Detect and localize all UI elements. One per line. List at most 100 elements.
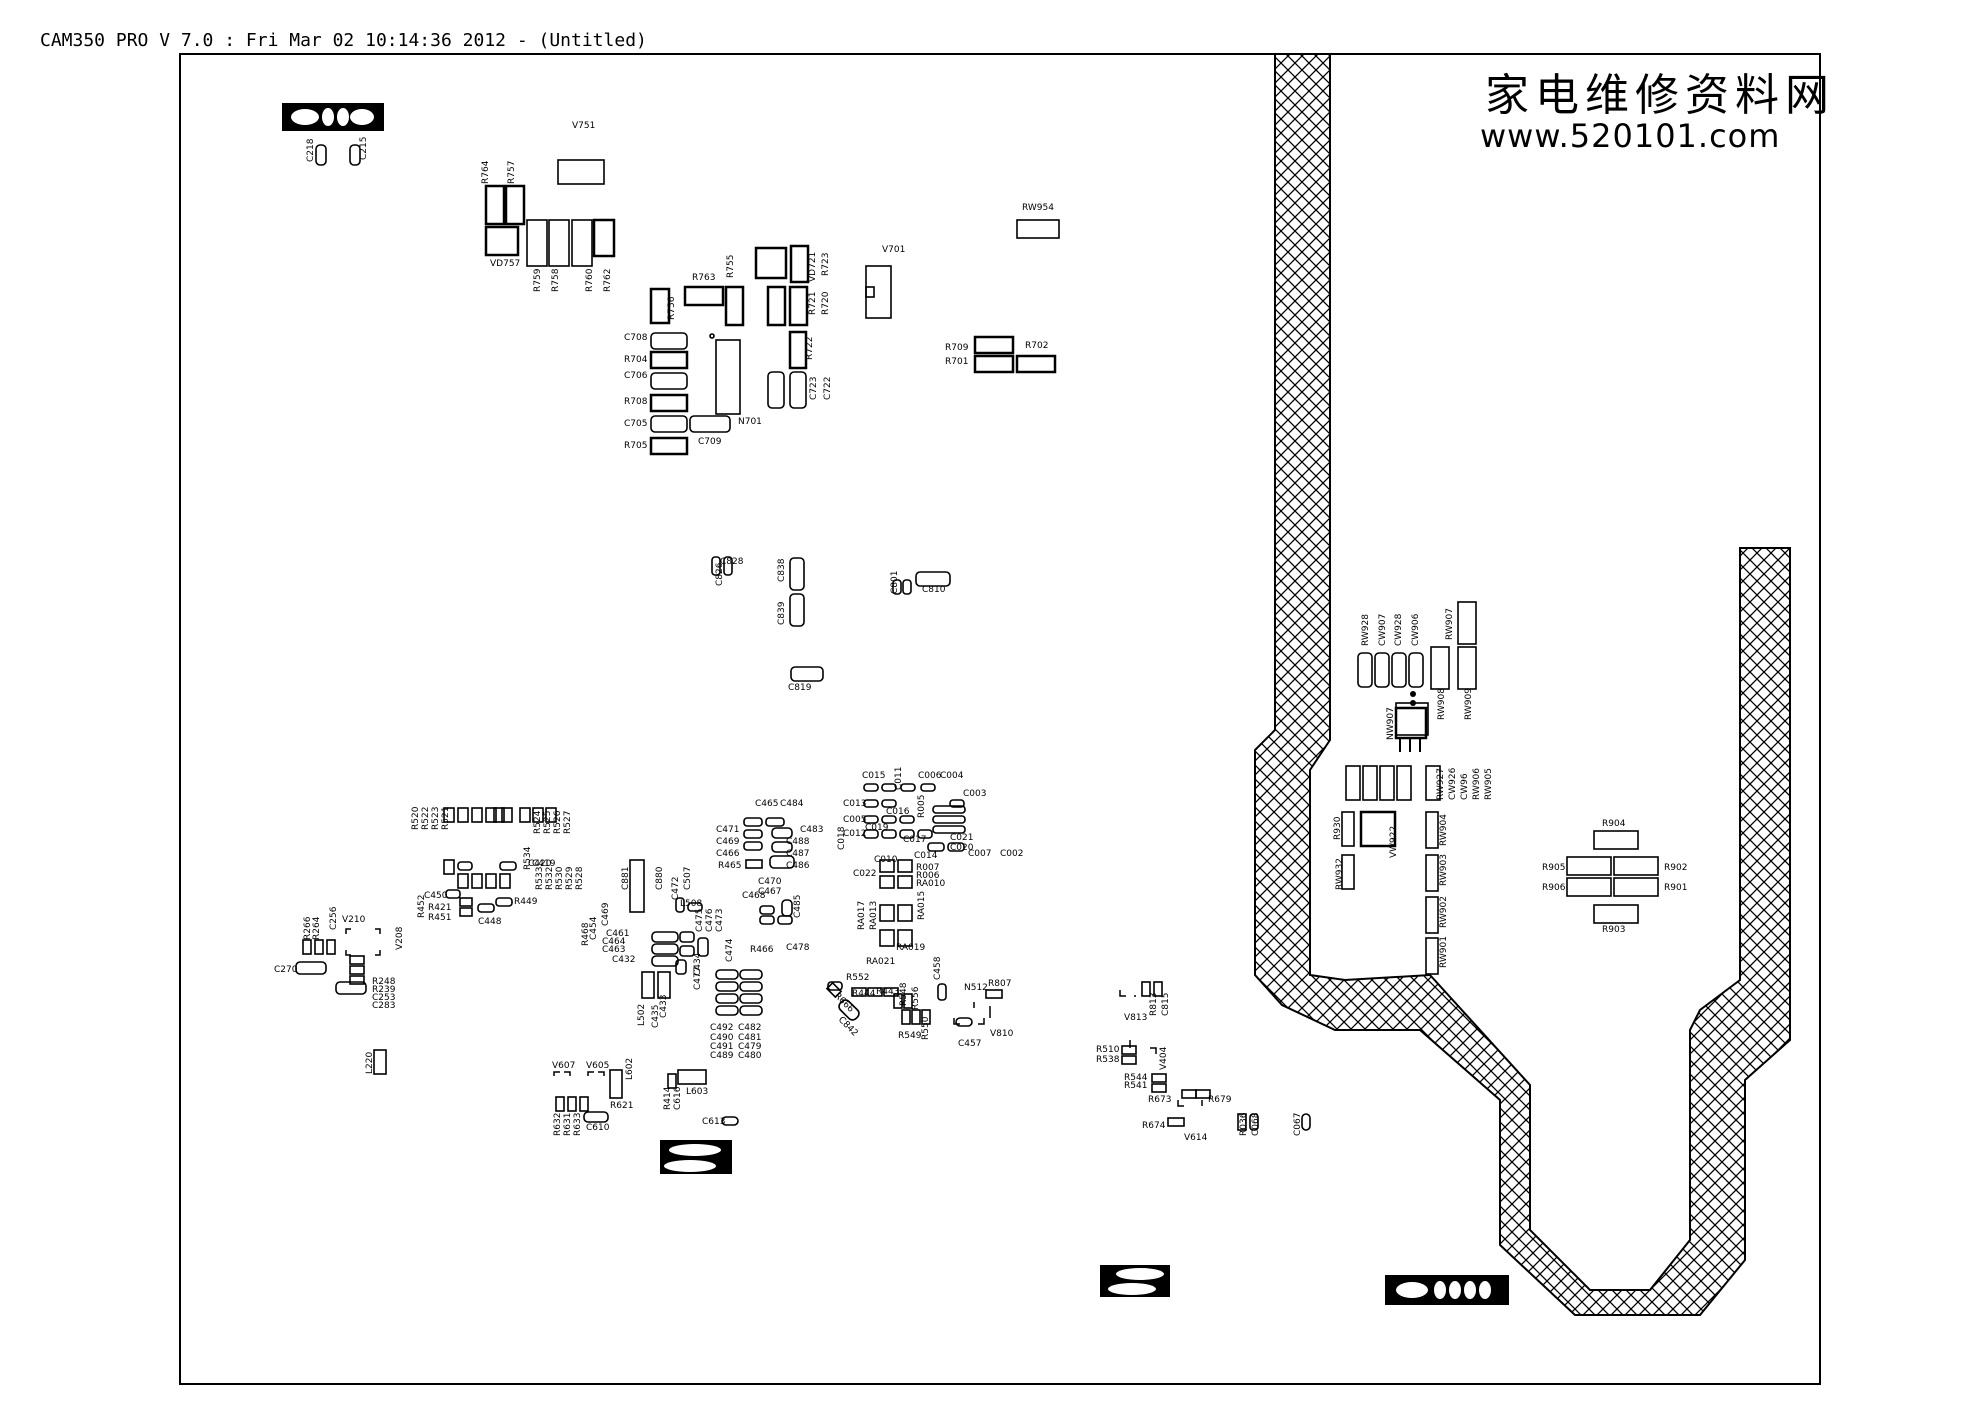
- component-footprints: [295, 144, 1659, 1131]
- designator-label: C491: [710, 1042, 733, 1052]
- designator-label: C481: [738, 1033, 761, 1043]
- designator-label: C283: [372, 1001, 395, 1011]
- designator-label: R763: [692, 273, 715, 283]
- designator-label: R759: [533, 268, 543, 292]
- designator-label: R534: [523, 846, 533, 870]
- designator-label: C450: [424, 891, 448, 901]
- designator-label: C881: [621, 867, 631, 890]
- designator-label: C815: [1161, 993, 1171, 1016]
- designator-label: R443: [876, 987, 899, 997]
- designator-label: C013: [843, 799, 866, 809]
- designator-label: V208: [395, 926, 405, 950]
- designator-label: V701: [882, 245, 905, 255]
- designator-label: R451: [428, 913, 451, 923]
- designator-label: RW932: [1335, 858, 1345, 890]
- designator-label: R632: [553, 1113, 563, 1136]
- designator-label: R521: [441, 807, 451, 830]
- transistor-marks: [345, 928, 1203, 1107]
- designator-label: C488: [786, 837, 810, 847]
- designator-label: RW909: [1464, 688, 1474, 720]
- designator-label: C017: [903, 835, 926, 845]
- designator-label: C472: [671, 877, 681, 900]
- designator-label: R758: [551, 268, 561, 292]
- designator-label: RW954: [1022, 203, 1054, 213]
- designator-label: C433: [659, 995, 669, 1018]
- designator-label: R702: [1025, 341, 1048, 351]
- designator-label: RW906: [1472, 768, 1482, 800]
- designator-label: R813: [1149, 993, 1159, 1016]
- designator-label: N512: [964, 983, 988, 993]
- designator-label: R631: [563, 1113, 573, 1136]
- designator-label: R807: [988, 979, 1011, 989]
- designator-label: R466: [750, 945, 774, 955]
- designator-label: RA015: [917, 891, 927, 920]
- designator-label: R905: [1542, 863, 1565, 873]
- designator-label: R721: [808, 292, 818, 315]
- designator-label: R530: [555, 866, 565, 890]
- designator-label: C474: [725, 938, 735, 962]
- designator-label: C015: [862, 771, 885, 781]
- designator-label: R930: [1333, 816, 1343, 840]
- watermark-chinese: 家电维修资料网: [1485, 70, 1835, 121]
- board-outline: [179, 53, 1821, 1385]
- designator-label: C810: [922, 585, 946, 595]
- designator-label: R552: [846, 973, 869, 983]
- designator-label: C020: [950, 843, 974, 853]
- designator-label: C722: [823, 377, 833, 400]
- designator-label: R757: [507, 161, 517, 184]
- designator-label: R006: [916, 871, 940, 881]
- designator-label: C613: [702, 1117, 725, 1127]
- designator-label: C432: [612, 955, 635, 965]
- designator-label: C435: [651, 1005, 661, 1028]
- ic-nw907: [1394, 691, 1428, 752]
- designator-label: C419: [532, 859, 556, 869]
- designator-label: R679: [1208, 1095, 1232, 1105]
- designator-label: C022: [853, 869, 876, 879]
- designator-label: R556: [911, 986, 921, 1010]
- designator-label: C492: [710, 1023, 733, 1033]
- designator-label: C464: [602, 937, 626, 947]
- designator-label: C484: [780, 799, 804, 809]
- designator-label: C473: [715, 909, 725, 932]
- designator-label: R621: [610, 1101, 633, 1111]
- designator-label: C705: [624, 419, 647, 429]
- designator-label: R701: [945, 357, 968, 367]
- designator-label: R465: [718, 861, 741, 871]
- designator-label: C461: [606, 929, 629, 939]
- designator-label: C004: [940, 771, 964, 781]
- designator-label: R532: [545, 867, 555, 890]
- designator-label: RW905: [1484, 768, 1494, 800]
- designator-label: R760: [585, 268, 595, 292]
- connector-pad-top-left: [282, 103, 384, 131]
- designator-label: RW903: [1439, 854, 1449, 886]
- designator-label: C489: [710, 1051, 734, 1061]
- designator-label: R901: [1664, 883, 1687, 893]
- designator-label: R541: [1124, 1081, 1147, 1091]
- designator-label: VD721: [808, 252, 818, 282]
- designator-label: C826: [715, 562, 725, 586]
- designator-label: R533: [535, 867, 545, 890]
- designator-label: V813: [1124, 1013, 1147, 1023]
- designator-label: C477: [693, 967, 703, 990]
- designator-label: R523: [431, 807, 441, 830]
- designator-label: L602: [625, 1058, 635, 1080]
- designator-label: R705: [624, 441, 647, 451]
- designator-label: RA010: [916, 879, 945, 889]
- designator-label: C480: [738, 1051, 762, 1061]
- designator-label: C487: [786, 849, 809, 859]
- designator-label: R755: [726, 255, 736, 278]
- designator-label: V404: [1159, 1046, 1169, 1070]
- designator-label: C465: [755, 799, 778, 809]
- designator-label: R239: [372, 985, 396, 995]
- designator-label: C723: [809, 377, 819, 400]
- designator-label: C466: [716, 849, 740, 859]
- designator-label: R550: [921, 1016, 931, 1040]
- designator-label: C828: [720, 557, 744, 567]
- designator-label: RW928: [1361, 614, 1371, 646]
- designator-label: R266: [303, 916, 313, 940]
- designator-label: RA017: [857, 901, 867, 930]
- designator-label: R525: [543, 811, 553, 834]
- designator-label: RA019: [896, 943, 925, 953]
- designator-label: R906: [1542, 883, 1566, 893]
